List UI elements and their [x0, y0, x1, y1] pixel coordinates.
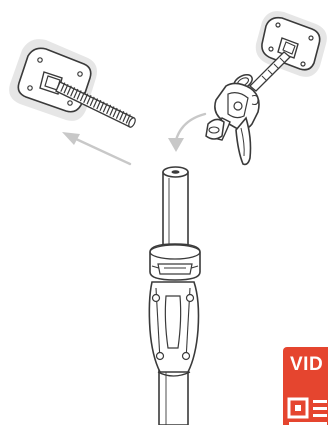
video-badge[interactable]: VID: [283, 347, 328, 425]
video-badge-label: VID: [290, 355, 323, 375]
remove-screw-arrow: [62, 132, 130, 164]
height-lock-collar: [150, 244, 200, 280]
attach-clamp-arrow: [168, 114, 205, 152]
lock-lever: [149, 282, 198, 376]
screw-mount-plate: [9, 39, 97, 121]
clamp-mount-plate: [256, 11, 327, 77]
video-qr-icon: [287, 397, 328, 425]
